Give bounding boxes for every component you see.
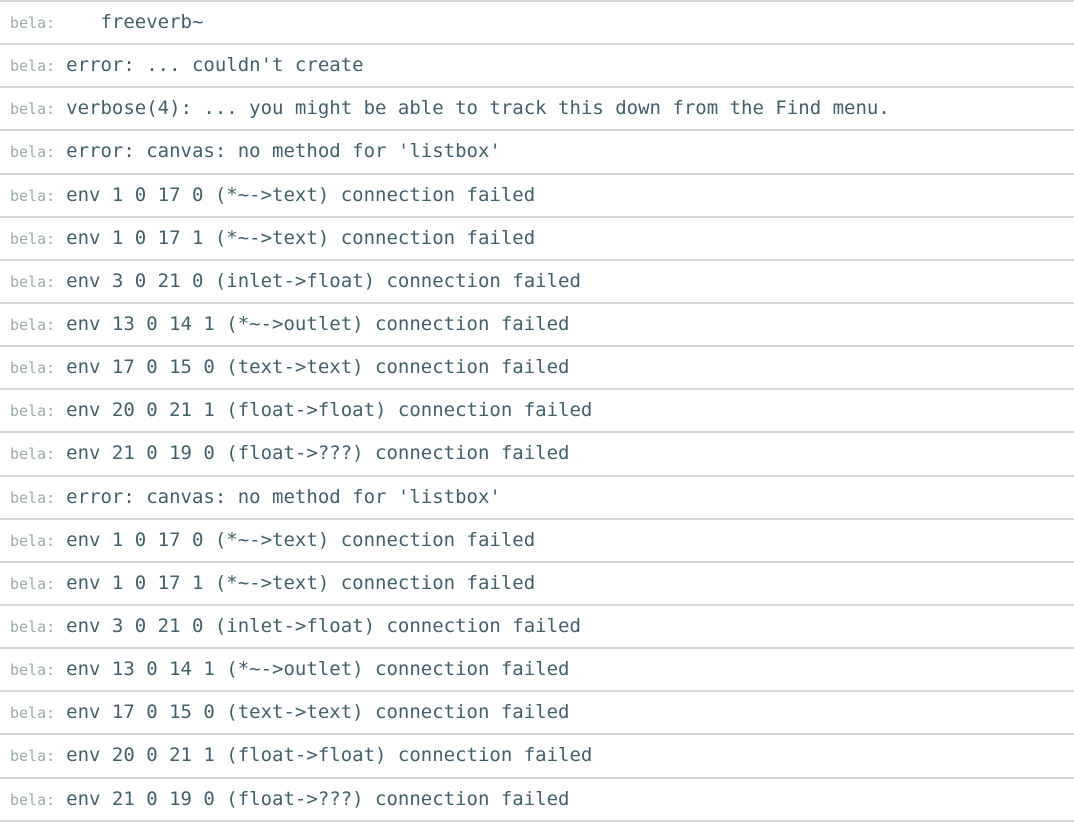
log-source-prefix: bela:	[10, 359, 56, 378]
log-source-prefix: bela:	[10, 704, 56, 723]
console-line: bela: env 20 0 21 1 (float->float) conne…	[0, 390, 1074, 434]
log-message: env 21 0 19 0 (float->???) connection fa…	[66, 787, 570, 810]
log-source-prefix: bela:	[10, 488, 56, 507]
log-message: env 1 0 17 0 (*~->text) connection faile…	[66, 183, 536, 206]
log-source-prefix: bela:	[10, 57, 56, 76]
console-line: bela: env 13 0 14 1 (*~->outlet) connect…	[0, 649, 1074, 693]
log-message: env 21 0 19 0 (float->???) connection fa…	[66, 442, 570, 465]
console-line: bela: env 1 0 17 1 (*~->text) connection…	[0, 562, 1074, 606]
log-source-prefix: bela:	[10, 790, 56, 809]
log-message: env 1 0 17 1 (*~->text) connection faile…	[66, 226, 536, 249]
console-line: bela: freeverb~	[0, 2, 1074, 46]
console-line: bela: env 21 0 19 0 (float->???) connect…	[0, 433, 1074, 477]
log-message: env 1 0 17 1 (*~->text) connection faile…	[66, 571, 536, 594]
console-line: bela: env 1 0 17 0 (*~->text) connection…	[0, 174, 1074, 218]
log-message: env 20 0 21 1 (float->float) connection …	[66, 399, 593, 422]
log-source-prefix: bela:	[10, 661, 56, 680]
log-source-prefix: bela:	[10, 315, 56, 334]
log-source-prefix: bela:	[10, 100, 56, 119]
log-message: env 17 0 15 0 (text->text) connection fa…	[66, 701, 570, 724]
console-line: bela: error: canvas: no method for 'list…	[0, 131, 1074, 175]
console-line: bela: env 17 0 15 0 (text->text) connect…	[0, 347, 1074, 391]
console-line: bela: env 17 0 15 0 (text->text) connect…	[0, 692, 1074, 736]
log-message: env 13 0 14 1 (*~->outlet) connection fa…	[66, 658, 570, 681]
log-message: env 17 0 15 0 (text->text) connection fa…	[66, 356, 570, 379]
log-source-prefix: bela:	[10, 229, 56, 248]
console-line: bela: env 13 0 14 1 (*~->outlet) connect…	[0, 303, 1074, 348]
log-message: verbose(4): ... you might be able to tra…	[66, 97, 890, 120]
log-message: error: canvas: no method for 'listbox'	[66, 485, 501, 508]
log-source-prefix: bela:	[10, 186, 56, 205]
console-line: bela: env 20 0 21 1 (float->float) conne…	[0, 735, 1074, 779]
log-message: env 13 0 14 1 (*~->outlet) connection fa…	[66, 312, 570, 335]
log-message: freeverb~	[66, 11, 204, 33]
console-line: bela: env 3 0 21 0 (inlet->float) connec…	[0, 605, 1074, 650]
log-source-prefix: bela:	[10, 747, 56, 766]
console-line: bela: error: ... couldn't create	[0, 45, 1074, 89]
log-message: env 1 0 17 0 (*~->text) connection faile…	[66, 528, 536, 551]
log-message: env 20 0 21 1 (float->float) connection …	[66, 744, 593, 767]
console-line: bela: verbose(4): ... you might be able …	[0, 88, 1074, 132]
log-message: env 3 0 21 0 (inlet->float) connection f…	[66, 614, 581, 637]
console-line: bela: env 21 0 19 0 (float->???) connect…	[0, 778, 1074, 822]
log-message: error: ... couldn't create	[66, 54, 364, 77]
console-line: bela: env 3 0 21 0 (inlet->float) connec…	[0, 260, 1074, 304]
console-line: bela: env 1 0 17 0 (*~->text) connection…	[0, 519, 1074, 563]
log-source-prefix: bela:	[10, 14, 56, 32]
log-message: error: canvas: no method for 'listbox'	[66, 140, 501, 163]
console-line: bela: error: canvas: no method for 'list…	[0, 476, 1074, 520]
log-source-prefix: bela:	[10, 445, 56, 464]
log-source-prefix: bela:	[10, 531, 56, 550]
log-source-prefix: bela:	[10, 272, 56, 291]
log-message: env 3 0 21 0 (inlet->float) connection f…	[66, 269, 581, 292]
log-source-prefix: bela:	[10, 574, 56, 593]
log-source-prefix: bela:	[10, 402, 56, 421]
console-line: bela: env 1 0 17 1 (*~->text) connection…	[0, 217, 1074, 261]
log-source-prefix: bela:	[10, 617, 56, 636]
log-source-prefix: bela:	[10, 143, 56, 162]
